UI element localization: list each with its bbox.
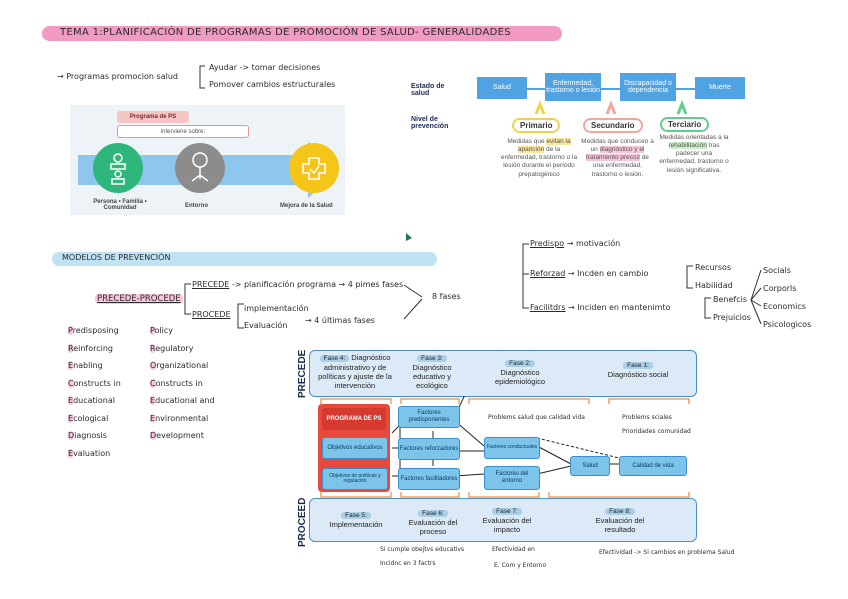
phase-6: Fase 6:Evaluación del proceso <box>408 510 458 536</box>
phase-2: Fase 2:Diagnóstico epidemiológico <box>494 360 546 386</box>
factor-item: Habilidad <box>695 281 733 290</box>
model-bracket <box>184 283 191 315</box>
state-box: Salud <box>477 77 527 99</box>
benef-item: Corporls <box>763 284 797 293</box>
note-f7b: E. Com y Entorno <box>494 562 547 569</box>
intro-item: Ayudar -> tomar decisiones <box>209 63 321 72</box>
environment-box: Factores del entorno <box>484 466 540 490</box>
level-desc: Medidas que conducen a un diagnóstico y … <box>581 138 654 178</box>
intro-term: → Programas promocion salud <box>57 72 178 81</box>
factor-predispo: Predispo → motivación <box>530 239 621 248</box>
quality-box: Calidad de vida <box>619 456 687 476</box>
note-f7a: Efectividad en <box>492 546 535 553</box>
phase-4: Fase 4: Diagnóstico administrativo y de … <box>318 353 392 390</box>
factor-box: Factores reforzadores <box>398 438 460 460</box>
precede-phases <box>309 350 697 397</box>
models-bar <box>52 252 437 266</box>
side-label-proceed: PROCEED <box>297 497 308 547</box>
page-title: TEMA 1:PLANIFICACIÓN DE PROGRAMAS DE PRO… <box>60 27 511 38</box>
note-f6b: Incidnc en 3 factrs <box>380 560 436 567</box>
level-secundario: Secundario <box>583 118 643 133</box>
objectives-box: Objetivos educativos <box>322 437 388 459</box>
factors-lines <box>522 243 762 325</box>
factor-box: Factores facilitadores <box>398 468 460 490</box>
level-terciario: Terciario <box>660 117 710 132</box>
model-name: PRECEDE-PROCEDE <box>95 294 183 304</box>
phase-1: Fase 1:Diagnóstico social <box>607 362 669 379</box>
ps-intervene-label: interviene sobre: <box>117 125 249 138</box>
proceed-bracket <box>237 303 244 329</box>
level-primario: Primario <box>512 118 561 133</box>
state-box: Muerte <box>695 77 745 99</box>
models-header: MODELOS DE PREVENCIÓN <box>62 253 171 262</box>
note-f2: Problems salud que calidad vida <box>488 414 585 421</box>
program-box: PROGRAMA DE PS <box>322 408 386 430</box>
state-line <box>477 88 745 90</box>
factor-reforzad: Reforzad → Incden en cambio <box>530 269 649 278</box>
proceed-item: Evaluación <box>244 321 288 330</box>
benef-item: Psicologicos <box>763 320 812 329</box>
proceed-text: → 4 últimas fases <box>305 316 375 325</box>
side-label-precede: PRECEDE <box>297 349 308 398</box>
proceed-phases <box>309 498 697 542</box>
ps-program-label: Programa de PS <box>117 111 189 123</box>
proceed-item: implementación <box>244 304 309 313</box>
intro-item: Pomover cambios estructurales <box>209 80 336 89</box>
state-box: Enfermedad, trastorno o lesión <box>545 73 601 101</box>
factor-item: Prejuicios <box>713 313 751 322</box>
ps-node-label: Entorno <box>185 203 208 209</box>
tree-icon <box>175 143 225 193</box>
row-label: Nivel de prevención <box>411 116 449 130</box>
note-f6a: Si cumple obejtvs educativs <box>380 546 465 553</box>
factor-facilitadores: Facilitdrs → Inciden en mantenimto <box>530 303 671 312</box>
phase-3: Fase 3:Diagnóstico educativo y ecológico <box>412 355 452 390</box>
phase-5: Fase 5:Implementación <box>329 512 383 529</box>
benef-item: Economics <box>763 302 806 311</box>
precede-line: PRECEDE -> planificación programa → 4 pi… <box>192 280 404 289</box>
state-box: Discapacidad o dependencia <box>620 73 676 101</box>
row-label: Estado de salud <box>411 83 445 97</box>
orange-brackets <box>320 396 690 498</box>
note-f1b: Prioridades comunidad <box>622 428 691 435</box>
precede-list: Predisposing Reinforcing Enabling Constr… <box>68 326 121 458</box>
proceed-list: Policy Regulatory Organizational Constru… <box>150 326 215 440</box>
total-fases: 8 fases <box>432 292 461 301</box>
phase-7: Fase 7:Evaluación del impacto <box>482 508 532 534</box>
ps-node-label: Mejora de la Salud <box>280 203 333 209</box>
behaviour-box: Factores conductuales <box>484 437 540 459</box>
phase-8: Fase 8:Evaluación del resultado <box>595 508 645 534</box>
benef-item: Socials <box>763 266 791 275</box>
factor-item: Benefcis <box>713 295 748 304</box>
ps-node-label: Persona • Familia • Comunidad <box>93 199 147 211</box>
cursor-mark <box>406 233 412 241</box>
fases-brace <box>403 284 423 320</box>
level-desc: Medidas que evitan la aparición de la en… <box>500 138 578 178</box>
heart-cross-icon <box>289 143 339 193</box>
title-bar <box>42 26 562 41</box>
level-desc: Medidas orientadas a la rehabilitación t… <box>659 134 729 174</box>
intro-bracket <box>199 65 205 89</box>
factor-box: Factores predisponentes <box>398 406 460 428</box>
note-f1a: Problems sciales <box>622 414 672 421</box>
level-arrows <box>534 99 688 115</box>
people-icon <box>93 143 143 193</box>
policies-box: Objetivos de políticas y regulación <box>322 468 388 490</box>
health-box: Salud <box>570 456 610 476</box>
proceed-label: PROCEDE <box>192 310 231 319</box>
note-f8: Efectividad -> Si cambios en problema Sa… <box>599 549 735 556</box>
factor-item: Recursos <box>695 263 732 272</box>
